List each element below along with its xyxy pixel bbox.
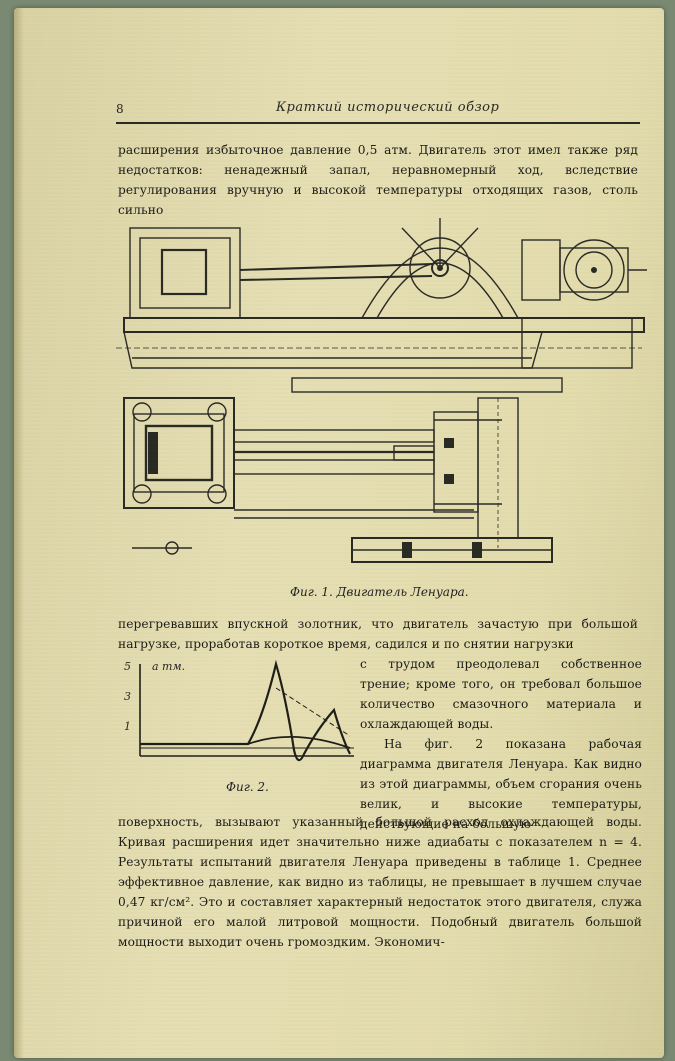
y-tick-3: 3 bbox=[124, 690, 131, 703]
figure-2-caption: Фиг. 2. bbox=[226, 780, 269, 794]
indicator-diagram: а тм. 5 3 1 bbox=[118, 658, 358, 778]
page-number: 8 bbox=[116, 102, 124, 116]
engine-drawing bbox=[116, 218, 647, 563]
running-title: Краткий исторический обзор bbox=[276, 100, 500, 115]
page-header: 8 Краткий исторический обзор bbox=[116, 100, 640, 124]
page-gutter-shadow bbox=[14, 8, 24, 1058]
paragraph-2-continued: с трудом преодолевал собственное трение;… bbox=[360, 657, 642, 731]
book-page: 8 Краткий исторический обзор расширения … bbox=[14, 8, 664, 1058]
pressure-unit-label: а тм. bbox=[152, 660, 186, 673]
y-tick-1: 1 bbox=[124, 720, 131, 733]
y-tick-5: 5 bbox=[124, 660, 131, 673]
paragraph-3: На фиг. 2 показана рабочая диаграмма дви… bbox=[360, 737, 642, 831]
paragraph-2: перегревавших впускной золотник, что дви… bbox=[118, 617, 638, 651]
paragraph-4: поверхность, вызывают указанный большой … bbox=[118, 815, 642, 949]
paragraph-1: расширения избыточное давление 0,5 атм. … bbox=[118, 143, 638, 217]
figure-1-caption: Фиг. 1. Двигатель Ленуара. bbox=[290, 585, 469, 599]
